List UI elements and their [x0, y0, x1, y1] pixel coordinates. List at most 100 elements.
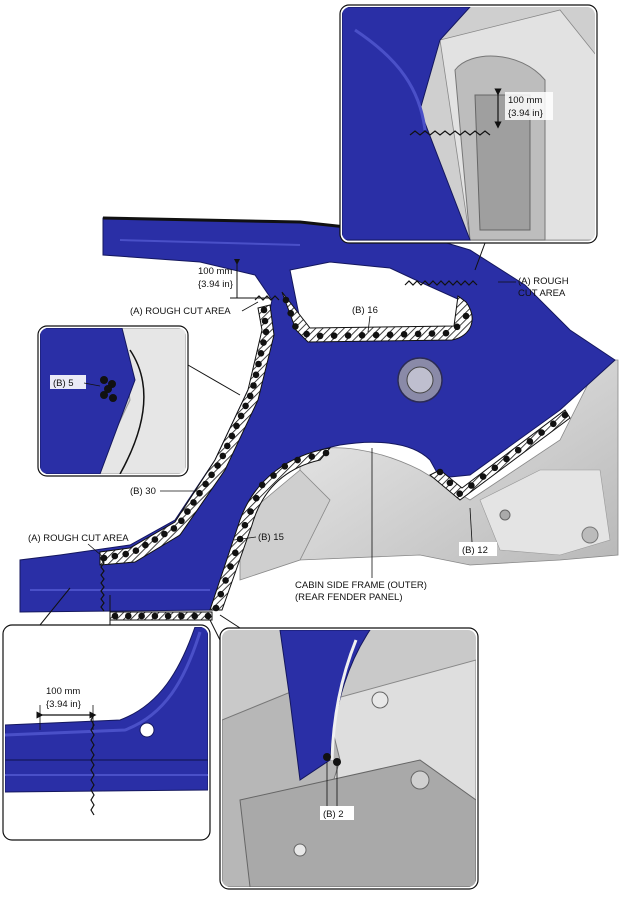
weld-spot-b12-5 [479, 473, 487, 480]
weld-spot-b15-7 [252, 494, 260, 502]
weld-spot-b30-27 [132, 547, 140, 554]
weld-spot-b12-12 [561, 411, 569, 419]
weld-spot-b12-3 [456, 490, 464, 498]
weld-spot-b30-15 [219, 452, 227, 460]
dim-left-inch: {3.94 in} [46, 699, 81, 710]
weld-spot-b15-6 [258, 481, 266, 489]
inset-bottom-right-b2: (B) 2 [209, 614, 479, 890]
label-rough-cut-right-2: CUT AREA [518, 288, 566, 299]
weld-spot-b16-7 [344, 332, 352, 339]
weld-spot-b16-9 [372, 331, 380, 339]
weld-spot-b12-8 [514, 446, 522, 454]
weld-spot-b30-16 [214, 462, 221, 469]
inset-left-b5: (B) 5 [37, 325, 241, 477]
weld-spot-b30-24 [161, 530, 168, 538]
weld-spot-b12-2 [446, 479, 454, 487]
weld-spot-b30-17 [208, 471, 215, 479]
rough-cut-lines [100, 280, 478, 612]
weld-spot-b30-4 [260, 339, 267, 346]
weld-spot-b2-2 [125, 612, 132, 620]
weld-spot-b2-5 [164, 612, 172, 620]
weld-spot-b30-23 [170, 525, 178, 532]
dim-roof-inch: {3.94 in} [198, 279, 233, 290]
inset-top-right: 100 mm {3.94 in} [339, 4, 598, 271]
weld-spot-b16-2 [287, 309, 295, 317]
weld-spot-b30-7 [252, 371, 260, 379]
dim-roof-value: 100 mm [198, 266, 232, 277]
label-panel-2: (REAR FENDER PANEL) [295, 592, 403, 603]
dim-inset-inch: {3.94 in} [508, 108, 543, 119]
inset-bottom-left: 100 mm {3.94 in} [2, 587, 211, 841]
weld-spot-b30-13 [228, 432, 236, 440]
weld-spot-b12-7 [503, 455, 510, 463]
weld-spot-b15-14 [217, 590, 225, 598]
weld-spots [100, 296, 569, 620]
weld-spot-b16-4 [303, 330, 310, 338]
weld-spot-b30-20 [190, 499, 197, 506]
label-rough-cut-left: (A) ROUGH CUT AREA [28, 533, 129, 544]
weld-spot-b16-15 [453, 323, 461, 331]
weld-spot-b16-3 [292, 323, 299, 330]
weld-spot-b30-9 [246, 392, 254, 400]
weld-spot-b15-3 [294, 456, 301, 464]
weld-spot-b2-6 [178, 612, 185, 620]
weld-spot-b30-19 [196, 489, 203, 497]
weld-spot-b16-10 [386, 331, 394, 339]
weld-spot-b30-21 [184, 508, 191, 515]
weld-spot-b30-12 [233, 422, 240, 430]
weld-spot-b30-29 [111, 552, 119, 560]
label-panel-1: CABIN SIDE FRAME (OUTER) [295, 580, 427, 591]
weld-spot-b16-1 [282, 296, 290, 304]
weld-spot-b16-6 [330, 332, 338, 340]
weld-spot-b30-14 [224, 442, 231, 450]
weld-spot-b12-9 [526, 438, 534, 445]
weld-spot-b16-12 [414, 330, 422, 338]
weld-spot-b12-1 [436, 468, 444, 476]
rough-cut-zigzag-top [254, 295, 280, 301]
weld-spot-b30-1 [260, 306, 268, 314]
weld-spot-b16-13 [428, 330, 436, 337]
weld-spot-b30-28 [122, 550, 129, 558]
weld-spot-b30-22 [178, 517, 185, 525]
weld-spot-b16-14 [442, 329, 450, 337]
weld-spot-b30-6 [255, 360, 262, 368]
weld-spot-b2-4 [151, 612, 159, 620]
label-b16: (B) 16 [352, 305, 378, 316]
weld-spot-b15-11 [232, 549, 239, 557]
weld-spot-b12-10 [538, 429, 545, 436]
weld-spot-b30-25 [151, 536, 159, 543]
weld-spot-b15-9 [241, 521, 249, 529]
hatch-b16 [281, 291, 473, 343]
weld-spot-b16-5 [316, 332, 324, 340]
dim-inset-value: 100 mm [508, 95, 542, 106]
weld-spot-b12-6 [491, 464, 499, 472]
label-b12: (B) 12 [462, 545, 488, 556]
label-b30: (B) 30 [130, 486, 156, 497]
label-rough-cut-top: (A) ROUGH CUT AREA [130, 306, 231, 317]
weld-spot-b12-11 [550, 420, 557, 428]
weld-spot-b16-16 [462, 312, 470, 320]
weld-spot-b12-4 [468, 482, 475, 489]
weld-spot-b15-1 [322, 449, 330, 457]
weld-spot-b30-8 [250, 382, 257, 389]
weld-spot-b15-4 [281, 463, 289, 470]
weld-spot-b15-8 [247, 508, 254, 515]
weld-spot-b16-8 [358, 332, 366, 339]
label-b5: (B) 5 [53, 378, 74, 389]
weld-spot-b30-5 [257, 350, 265, 357]
weld-spot-b30-11 [237, 412, 245, 420]
dimension-roof: 100 mm {3.94 in} [198, 259, 270, 299]
rough-cut-zigzag-right [404, 280, 478, 286]
weld-spot-b30-26 [142, 541, 149, 549]
weld-spot-b15-12 [227, 563, 234, 570]
label-rough-cut-right-1: (A) ROUGH [518, 276, 569, 287]
weld-spot-b30-18 [202, 480, 209, 488]
weld-spot-b2-3 [138, 612, 145, 620]
rough-cut-zigzag-left [100, 554, 105, 612]
label-b15: (B) 15 [258, 532, 284, 543]
weld-spot-b15-5 [270, 472, 277, 479]
weld-spot-b30-2 [261, 317, 269, 325]
inner-structure [239, 359, 619, 581]
